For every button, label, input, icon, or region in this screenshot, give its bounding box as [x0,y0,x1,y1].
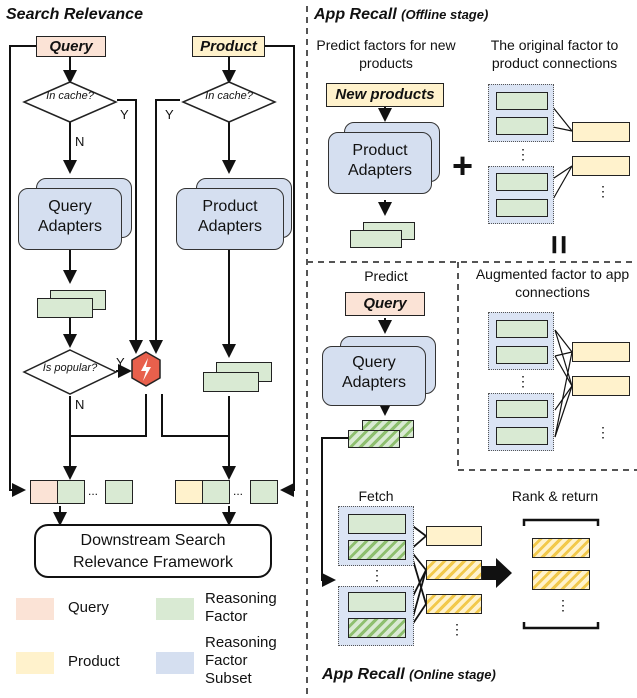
factor-front-query [37,298,93,318]
offline-title-text: App Recall [314,6,397,23]
online-factor-front [348,430,400,448]
legend-label-factor: Reasoning Factor [205,590,277,625]
product-cell [175,480,203,504]
no-label-query: N [75,134,85,149]
fetch-label: Fetch [358,488,394,504]
no-label-popular: N [75,397,85,412]
orig-factor-2 [496,117,548,135]
vdots-fetch-1: ⋮ [370,567,384,583]
ranked-product-2 [532,570,590,590]
query-cell [30,480,58,504]
rank-return-label: Rank & return [511,488,599,504]
fetch-product-2 [426,560,482,580]
online-query-box: Query [345,292,425,316]
legend-label-product: Product [68,653,120,670]
aug-factor-3 [496,400,548,418]
offline-product-adapters-box: Product Adapters [328,132,432,194]
in-cache-query-label: In cache? [46,90,94,102]
offline-title: App Recall (Offline stage) [314,6,488,24]
legend-swatch-product [16,652,54,674]
orig-product-2 [572,156,630,176]
vdots-ranked: ⋮ [556,597,570,613]
online-title-text: App Recall [322,666,405,683]
online-title: App Recall (Online stage) [322,666,496,684]
ranked-product-1 [532,538,590,558]
aug-product-2 [572,376,630,396]
aug-product-1 [572,342,630,362]
product-adapters-label: Product Adapters [197,198,263,235]
legend-swatch-factor [156,598,194,620]
predict-factors-text: Predict factors for new products [316,37,456,71]
vdots-aug-2: ⋮ [596,424,610,440]
yes-label-product: Y [165,107,174,122]
search-relevance-title: Search Relevance [6,6,143,23]
vdots-fetch-2: ⋮ [450,621,464,637]
in-cache-product-label: In cache? [205,90,253,102]
in-cache-diamond-query [22,81,118,123]
fetch-product-3 [426,594,482,614]
row-ellipsis-product: ... [233,484,244,498]
aug-factor-1 [496,320,548,338]
downstream-framework-box: Downstream Search Relevance Framework [34,524,272,578]
query-adapters-box: Query Adapters [18,188,122,250]
fetch-factor-1 [348,514,406,534]
factor-cell-2 [105,480,133,504]
augmented-connections-text: Augmented factor to app connections [475,266,630,300]
yes-label-query: Y [120,107,129,122]
vdots-offline-1: ⋮ [516,146,530,162]
legend-label-query: Query [68,599,109,616]
fetch-factor-2 [348,540,406,560]
query-input-box: Query [36,36,106,57]
fetch-factor-4 [348,618,406,638]
fetch-factor-3 [348,592,406,612]
online-query-adapters-box: Query Adapters [322,346,426,406]
new-products-box: New products [326,83,444,107]
factor-cell-3 [202,480,230,504]
orig-factor-3 [496,173,548,191]
equals-sign: = [539,234,578,255]
offline-product-adapters-label: Product Adapters [347,142,413,179]
aug-factor-4 [496,427,548,445]
yes-label-popular: Y [116,355,125,370]
downstream-label: Downstream Search Relevance Framework [72,532,234,571]
offline-stage-text: (Offline stage) [401,7,489,22]
factor-cell-1 [57,480,85,504]
product-adapters-box: Product Adapters [176,188,284,250]
legend-swatch-subset [156,652,194,674]
is-popular-label: Is popular? [42,362,98,374]
is-popular-diamond [22,349,118,395]
legend-swatch-query [16,598,54,620]
orig-product-1 [572,122,630,142]
product-input-box: Product [192,36,265,57]
original-connections-text: The original factor to product connectio… [490,37,619,71]
aug-factor-2 [496,346,548,364]
rank-arrow [482,558,512,588]
in-cache-diamond-product [181,81,277,123]
vdots-aug-1: ⋮ [516,373,530,389]
factor-cell-4 [250,480,278,504]
online-stage-text: (Online stage) [409,667,496,682]
legend-label-subset: Reasoning Factor Subset [205,634,277,687]
orig-factor-4 [496,199,548,217]
plus-sign: + [452,145,474,186]
row-ellipsis-query: ... [88,484,99,498]
factor-front-product [203,372,259,392]
fetch-product-1 [426,526,482,546]
offline-factor-front [350,230,402,248]
orig-factor-1 [496,92,548,110]
vdots-offline-2: ⋮ [596,183,610,199]
predict-label: Predict [364,268,408,284]
query-adapters-label: Query Adapters [37,198,103,235]
online-query-adapters-label: Query Adapters [341,354,407,391]
